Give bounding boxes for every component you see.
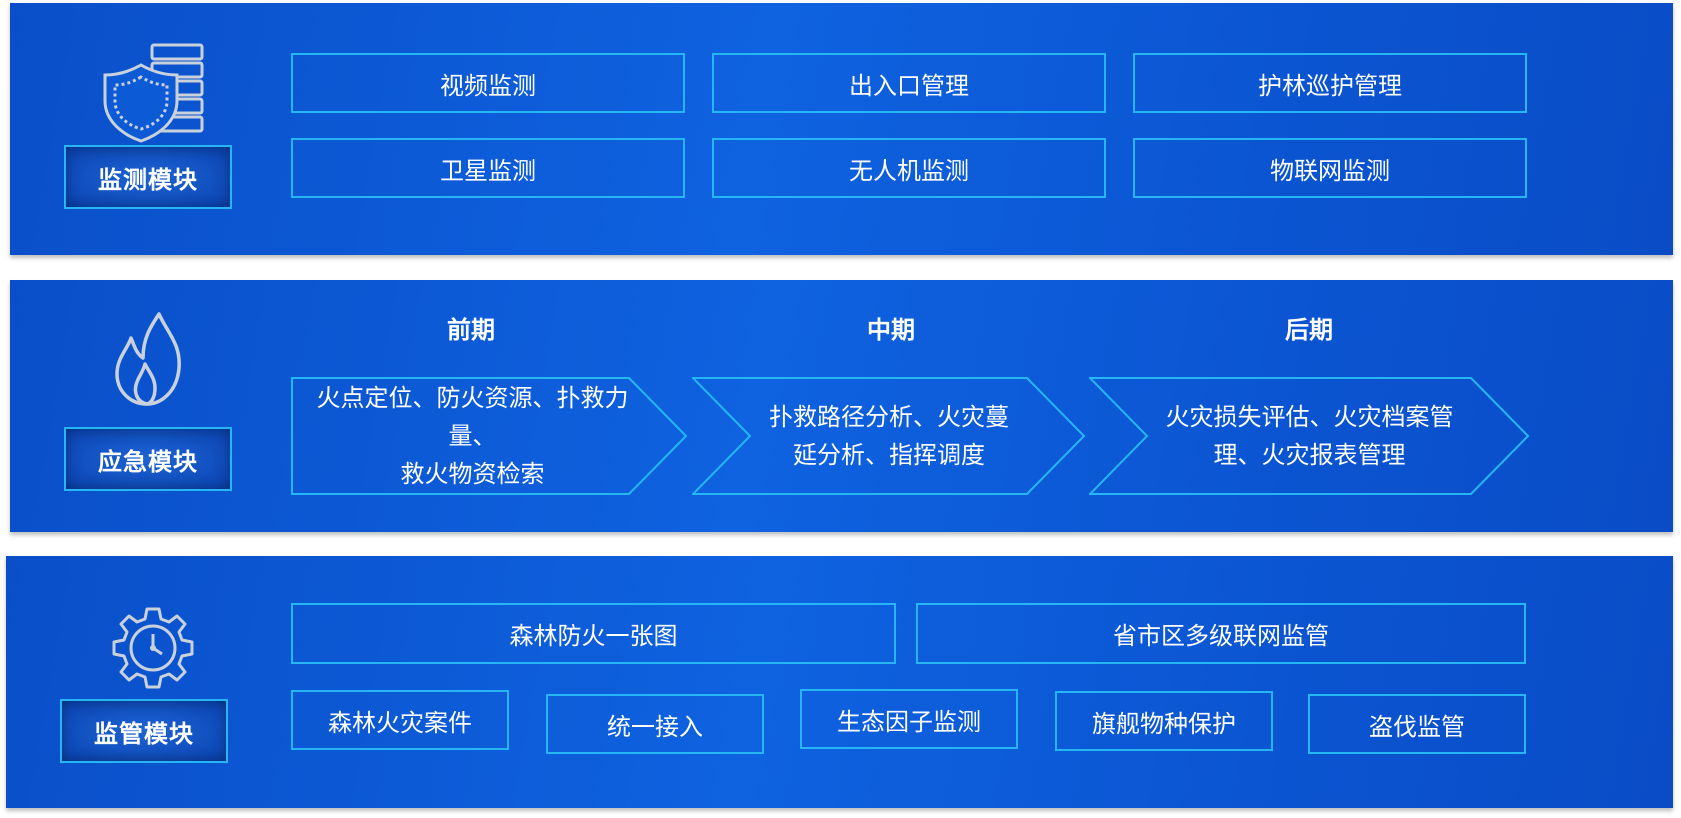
forest-fire-map-box: 森林防火一张图 [291,603,896,664]
phase-late-line-2: 理、火灾报表管理 [1213,441,1406,469]
iot-monitoring-box: 物联网监测 [1133,138,1527,198]
phase-middle-line-2: 延分析、指挥调度 [793,441,985,469]
phase-early-line-2: 救火物资检索 [400,460,545,488]
eco-factor-monitoring-box: 生态因子监测 [800,689,1018,749]
phase-title-late: 后期 [1285,316,1333,344]
monitoring-module-panel: 监测模块 视频监测 出入口管理 护林巡护管理 卫星监测 无人机监测 物联网监测 [10,3,1673,255]
drone-monitoring-box: 无人机监测 [712,138,1106,198]
flagship-species-box: 旗舰物种保护 [1055,691,1273,751]
forest-fire-case-box: 森林火灾案件 [291,690,509,750]
phase-title-middle: 中期 [867,316,915,344]
emergency-module-panel: 应急模块 前期 中期 后期 火点定位、防火资源、扑救力量、 救火物资检索 扑救路… [10,280,1673,532]
supervision-module-label: 监管模块 [60,699,228,763]
illegal-logging-box: 盗伐监管 [1308,694,1526,754]
forest-patrol-management-box: 护林巡护管理 [1133,53,1527,113]
gear-clock-icon [93,603,213,703]
phase-arrow-late: 火灾损失评估、火灾档案管 理、火灾报表管理 [1089,377,1530,495]
phase-middle-line-1: 扑救路径分析、火灾蔓 [769,403,1009,431]
emergency-module-label: 应急模块 [64,427,232,491]
phase-late-line-1: 火灾损失评估、火灾档案管 [1165,403,1454,431]
entrance-management-box: 出入口管理 [712,53,1106,113]
fire-icon [97,308,217,408]
supervision-module-panel: 监管模块 森林防火一张图 省市区多级联网监管 森林火灾案件 统一接入 生态因子监… [6,556,1673,808]
multi-level-network-box: 省市区多级联网监管 [916,603,1526,664]
phase-arrow-early: 火点定位、防火资源、扑救力量、 救火物资检索 [291,377,688,495]
phase-arrow-middle: 扑救路径分析、火灾蔓 延分析、指挥调度 [692,377,1086,495]
unified-access-box: 统一接入 [546,694,764,754]
video-monitoring-box: 视频监测 [291,53,685,113]
phase-title-early: 前期 [447,316,495,344]
shield-server-icon [97,43,217,143]
phase-early-line-1: 火点定位、防火资源、扑救力量、 [316,384,629,450]
monitoring-module-label: 监测模块 [64,145,232,209]
satellite-monitoring-box: 卫星监测 [291,138,685,198]
